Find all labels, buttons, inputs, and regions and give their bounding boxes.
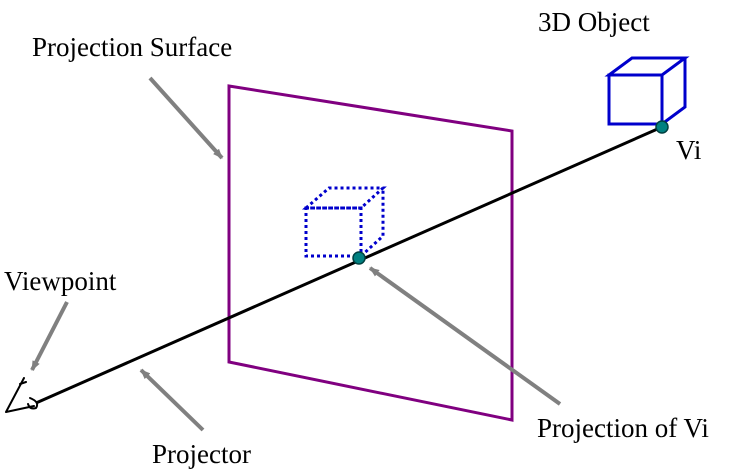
viewpoint-arrow: [30, 301, 69, 371]
projected-cube: [301, 186, 387, 258]
projection-of-vi-label: Projection of Vi: [537, 413, 709, 443]
object-3d-label: 3D Object: [538, 7, 650, 37]
projection-surface-plane: [227, 84, 514, 422]
projection-surface-arrow: [148, 76, 224, 160]
projection-surface-label: Projection Surface: [32, 32, 232, 62]
projection-of-vi-point: [352, 251, 366, 265]
projector-label: Projector: [152, 439, 251, 469]
projector-arrow: [139, 368, 205, 432]
vi-point: [655, 120, 669, 134]
projection-of-vi-arrow: [368, 266, 562, 406]
vi-label: Vi: [676, 135, 701, 165]
viewpoint-label: Viewpoint: [4, 266, 117, 296]
object-cube: [604, 56, 690, 126]
eye-icon: [5, 377, 39, 413]
projector-line: [35, 125, 663, 405]
